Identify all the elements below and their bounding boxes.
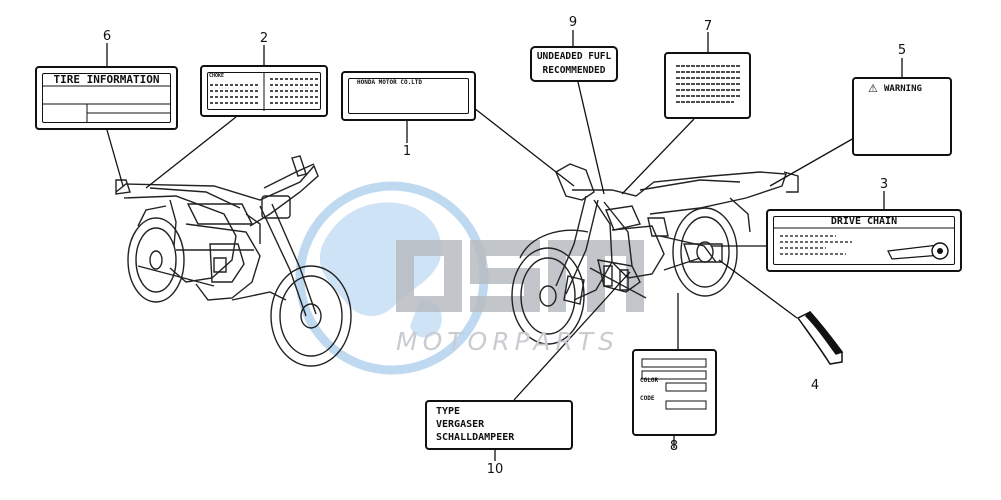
label-choke-title: CHOKE: [209, 73, 225, 79]
callout-10-number: 10: [486, 462, 504, 477]
label-unleaded-line1: UNDEADED FUFL: [536, 51, 612, 62]
label-color-code: COLOR CODE: [632, 349, 717, 436]
label-7: [664, 52, 751, 119]
callout-2-number: 2: [259, 31, 269, 46]
label-unleaded-line2: RECOMMENDED: [542, 65, 606, 76]
callout-7-number: 7: [703, 19, 713, 34]
watermark-subtitle: MOTORPARTS: [396, 327, 620, 356]
callout-6-number: 6: [102, 29, 112, 44]
label-7-text-lines: [676, 65, 740, 103]
label-type-line3: SCHALLDAMPEER: [436, 432, 515, 443]
callout-3-number: 3: [879, 177, 889, 192]
label-warning: ⚠ WARNING: [852, 77, 952, 156]
label-honda-motor-text: HONDA MOTOR CO.LTD: [357, 79, 423, 86]
label-code-text: CODE: [640, 395, 655, 402]
motorcycle-left: [115, 155, 352, 367]
label-drive-chain-title: DRIVE CHAIN: [830, 216, 898, 227]
label-type: TYPE VERGASER SCHALLDAMPEER: [425, 400, 573, 450]
label-choke-text-lines: [210, 72, 318, 111]
callout-1-number: 1: [402, 144, 412, 159]
label-color-text: COLOR: [640, 377, 659, 384]
leader-lines: [106, 30, 903, 461]
label-tire-information-lines: [42, 85, 171, 123]
label-tire-information: TIRE INFORMATION: [35, 66, 178, 130]
label-color-code-fields: [641, 358, 707, 410]
watermark-letters: [396, 240, 644, 312]
label-honda-motor: HONDA MOTOR CO.LTD: [341, 71, 476, 121]
label-type-line2: VERGASER: [436, 419, 485, 430]
callout-5-number: 5: [897, 43, 907, 58]
label-unleaded-fuel: UNDEADED FUFL RECOMMENDED: [530, 46, 618, 82]
label-choke: CHOKE: [200, 65, 328, 117]
callout-8-number: 8: [669, 439, 679, 454]
callout-9-number: 9: [568, 15, 578, 30]
label-drive-chain: DRIVE CHAIN: [766, 209, 962, 272]
callout-4-number: 4: [810, 378, 820, 393]
label-warning-text: WARNING: [884, 84, 922, 94]
motorcycle-right: [511, 163, 799, 345]
part-4-sticker: [796, 310, 844, 365]
label-type-line1: TYPE: [436, 406, 461, 417]
label-drive-chain-art: [773, 227, 955, 260]
label-tire-information-title: TIRE INFORMATION: [53, 73, 160, 86]
warning-triangle-icon: ⚠: [868, 82, 878, 95]
